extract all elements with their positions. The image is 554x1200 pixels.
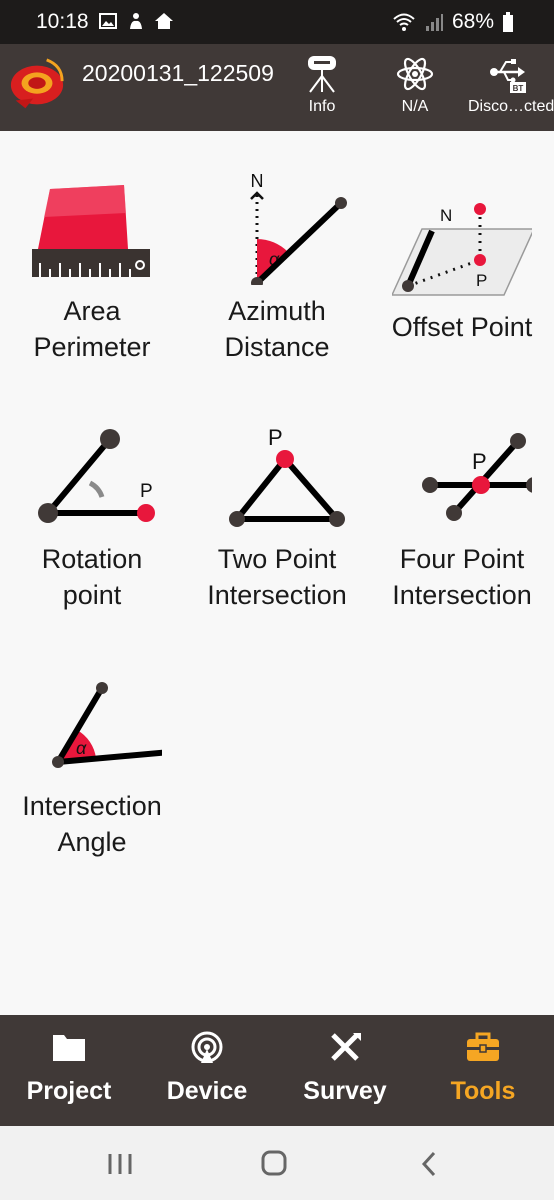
north-letter: N <box>440 206 452 225</box>
system-nav-bar <box>0 1126 554 1200</box>
info-label: Info <box>308 98 336 115</box>
tab-project[interactable]: Project <box>0 1015 138 1126</box>
intersection-angle-icon: α <box>52 682 162 768</box>
four-point-intersection-icon: P <box>422 433 532 521</box>
person-icon <box>130 13 142 29</box>
info-button[interactable]: Info <box>282 50 362 126</box>
offset-point-icon: N P <box>392 203 532 296</box>
folder-icon <box>53 1035 85 1061</box>
tab-survey[interactable]: Survey <box>276 1015 414 1126</box>
project-title: 20200131_122509 <box>82 60 274 86</box>
image-icon <box>99 13 117 29</box>
battery-percent: 68% <box>451 10 494 33</box>
tool-offset-point[interactable]: N P Offset Point <box>370 189 554 345</box>
na-button[interactable]: N/A <box>375 50 455 126</box>
battery-icon <box>503 12 513 32</box>
app-logo-icon <box>10 58 64 109</box>
home-nav-icon[interactable] <box>254 1148 294 1180</box>
point-letter: P <box>472 449 487 474</box>
svg-text:BT: BT <box>513 84 524 93</box>
gnss-receiver-icon <box>308 56 336 93</box>
atom-icon <box>396 57 434 91</box>
tab-tools[interactable]: Tools <box>414 1015 552 1126</box>
tool-label: Offset Point <box>391 312 533 342</box>
connection-label: Disco…cted <box>468 98 554 115</box>
rotation-point-icon: P <box>38 429 155 523</box>
azimuth-distance-icon: N α <box>250 173 347 285</box>
alpha-letter: α <box>76 738 87 758</box>
status-time: 10:18 <box>36 10 89 33</box>
survey-pencil-icon <box>331 1033 361 1061</box>
wifi-icon <box>393 13 415 31</box>
tab-device[interactable]: Device <box>138 1015 276 1126</box>
connection-button[interactable]: BT Disco…cted <box>468 50 554 126</box>
app-bar: 20200131_122509 Info N/A <box>0 44 554 131</box>
toolbox-icon <box>467 1032 499 1061</box>
usb-bluetooth-icon: BT <box>490 59 526 93</box>
tab-label: Device <box>166 1077 248 1105</box>
signal-icon <box>425 14 443 31</box>
point-letter: P <box>268 425 283 450</box>
tab-label: Survey <box>303 1077 387 1105</box>
point-letter: P <box>140 481 153 502</box>
two-point-intersection-icon: P <box>229 425 345 527</box>
na-label: N/A <box>401 98 429 115</box>
north-letter: N <box>251 173 264 191</box>
status-bar: 10:18 68% <box>0 0 554 44</box>
alpha-letter: α <box>269 249 280 269</box>
recent-apps-icon[interactable] <box>100 1148 140 1180</box>
home-icon <box>155 13 173 29</box>
point-letter: P <box>476 271 487 290</box>
bottom-tab-bar: Project Device Survey Tools <box>0 1015 554 1126</box>
tab-label: Project <box>26 1077 112 1105</box>
back-icon[interactable] <box>410 1148 450 1180</box>
tab-label: Tools <box>450 1077 516 1105</box>
area-perimeter-icon <box>32 185 150 277</box>
device-antenna-icon <box>191 1031 223 1063</box>
